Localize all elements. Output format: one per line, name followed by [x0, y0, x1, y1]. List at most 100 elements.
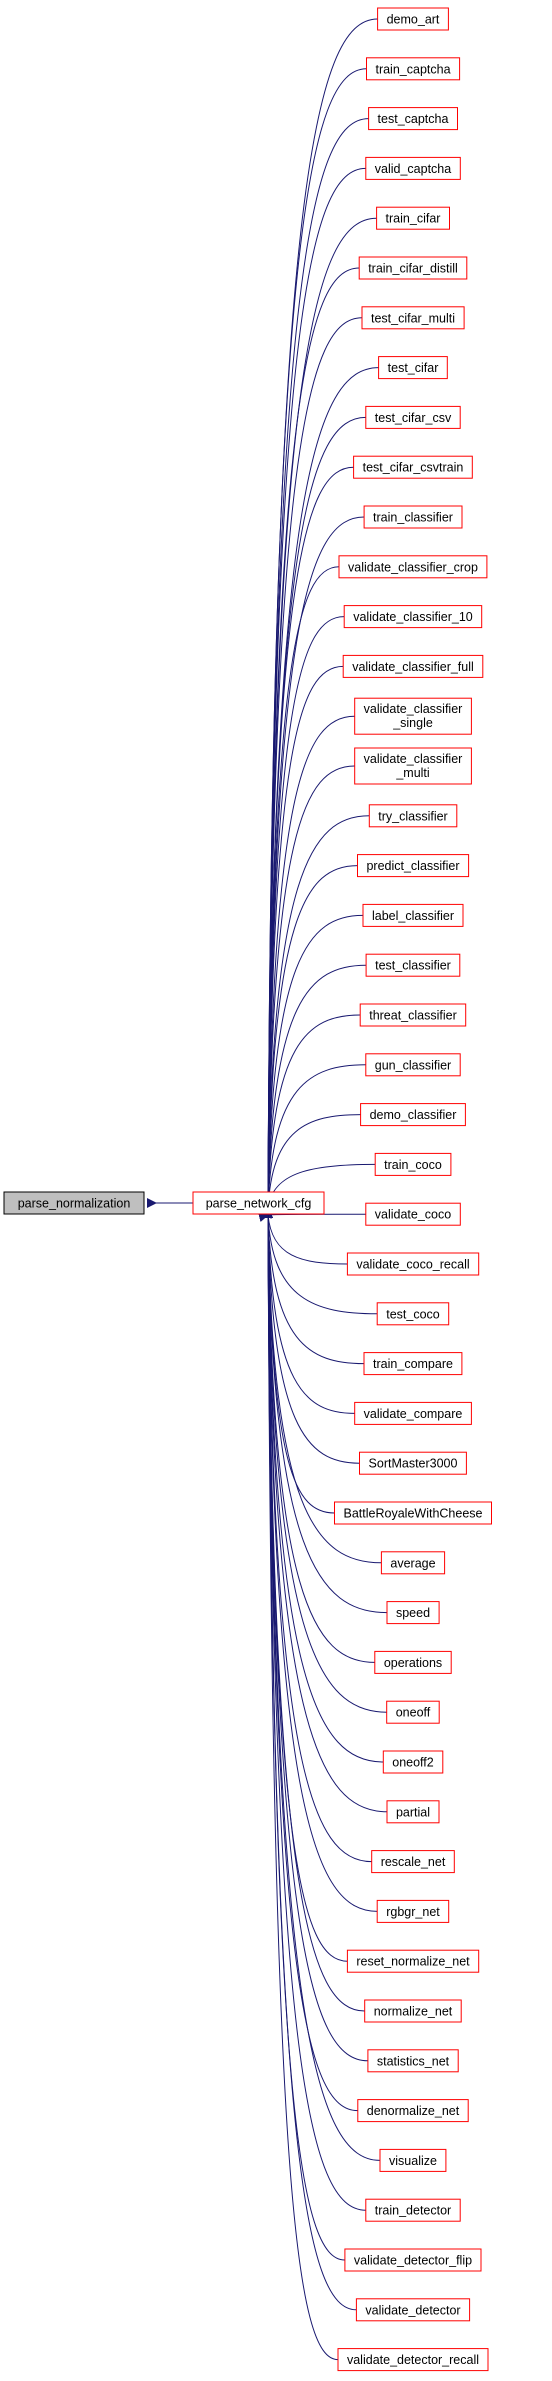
node-label: gun_classifier [375, 1058, 451, 1072]
node-parse-network-cfg[interactable]: parse_network_cfg [192, 1191, 325, 1215]
node-denormalize-net[interactable]: denormalize_net [357, 2099, 469, 2123]
node-label: oneoff [396, 1706, 431, 1720]
node-box [386, 1800, 440, 1824]
edge-train-compare [262, 1205, 365, 1365]
node-validate-compare[interactable]: validate_compare [354, 1401, 472, 1425]
node-train-cifar-distill[interactable]: train_cifar_distill [358, 256, 468, 280]
node-test-cifar-multi[interactable]: test_cifar_multi [361, 306, 465, 330]
node-reset-normalize-net[interactable]: reset_normalize_net [346, 1949, 480, 1973]
node-try-classifier[interactable]: try_classifier [368, 804, 458, 828]
edge-validate-classifier-full [262, 665, 344, 1219]
node-partial[interactable]: partial [386, 1800, 440, 1824]
node-validate-classifier-full[interactable]: validate_classifier_full [342, 654, 484, 678]
node-box [366, 57, 461, 81]
node-operations[interactable]: operations [374, 1650, 452, 1674]
node-validate-detector-recall[interactable]: validate_detector_recall [337, 2348, 489, 2372]
node-label: demo_art [387, 13, 440, 27]
node-rescale-net[interactable]: rescale_net [371, 1850, 455, 1874]
node-test-captcha[interactable]: test_captcha [368, 107, 459, 131]
node-box [346, 1949, 480, 1973]
node-train-captcha[interactable]: train_captcha [366, 57, 461, 81]
node-statistics-net[interactable]: statistics_net [367, 2049, 459, 2073]
node-label: partial [396, 1805, 430, 1819]
node-predict-classifier[interactable]: predict_classifier [357, 854, 470, 878]
node-demo-classifier[interactable]: demo_classifier [360, 1103, 466, 1127]
node-label: valid_captcha [375, 162, 451, 176]
node-train-compare[interactable]: train_compare [363, 1352, 463, 1376]
node-label: BattleRoyaleWithCheese [344, 1507, 483, 1521]
node-parse-normalization[interactable]: parse_normalization [3, 1191, 145, 1215]
node-oneoff2[interactable]: oneoff2 [382, 1750, 444, 1774]
node-label: test_classifier [375, 959, 451, 973]
node-rgbgr-net[interactable]: rgbgr_net [376, 1899, 450, 1923]
edge-valid-captcha [262, 167, 366, 1219]
node-speed[interactable]: speed [386, 1601, 440, 1625]
node-validate-classifier-multi[interactable]: validate_classifier_multi [354, 747, 472, 785]
node-test-coco[interactable]: test_coco [376, 1302, 450, 1326]
node-validate-coco-recall[interactable]: validate_coco_recall [346, 1252, 480, 1276]
node-test-cifar-csv[interactable]: test_cifar_csv [365, 405, 461, 429]
node-box [360, 1103, 466, 1127]
node-validate-detector[interactable]: validate_detector [355, 2298, 471, 2322]
node-train-detector[interactable]: train_detector [365, 2198, 461, 2222]
node-validate-coco[interactable]: validate_coco [365, 1202, 461, 1226]
node-box [365, 1202, 461, 1226]
node-train-cifar[interactable]: train_cifar [376, 206, 451, 230]
edge-denormalize-net [262, 1205, 358, 2112]
node-label: oneoff2 [392, 1756, 434, 1770]
node-box [368, 107, 459, 131]
node-valid-captcha[interactable]: valid_captcha [365, 156, 461, 180]
node-label: validate_coco_recall [356, 1258, 469, 1272]
edge-rgbgr-net [262, 1205, 378, 1912]
node-validate-classifier-10[interactable]: validate_classifier_10 [343, 605, 483, 629]
node-label: threat_classifier [369, 1009, 457, 1023]
node-normalize-net[interactable]: normalize_net [364, 1999, 462, 2023]
node-box [368, 804, 458, 828]
node-label: rescale_net [381, 1855, 446, 1869]
node-box [365, 156, 461, 180]
node-box [376, 1302, 450, 1326]
node-threat-classifier[interactable]: threat_classifier [359, 1003, 467, 1027]
node-label: train_cifar [386, 212, 441, 226]
node-box [371, 1850, 455, 1874]
node-box [337, 2348, 489, 2372]
node-parse-normalization-box [3, 1191, 145, 1215]
node-visualize[interactable]: visualize [379, 2148, 447, 2172]
node-box [386, 1601, 440, 1625]
node-label-classifier[interactable]: label_classifier [362, 903, 464, 927]
edge-try-classifier [262, 815, 370, 1219]
node-box [386, 1700, 440, 1724]
node-average[interactable]: average [380, 1551, 446, 1575]
node-validate-classifier-crop[interactable]: validate_classifier_crop [338, 555, 488, 579]
node-test-classifier[interactable]: test_classifier [365, 953, 461, 977]
edge-train-captcha [262, 68, 367, 1219]
node-box [338, 555, 488, 579]
node-sortmaster3000[interactable]: SortMaster3000 [359, 1451, 467, 1475]
edge-validate-detector-recall [262, 1205, 339, 2361]
node-oneoff[interactable]: oneoff [386, 1700, 440, 1724]
node-battleroyalewithcheese[interactable]: BattleRoyaleWithCheese [334, 1501, 492, 1525]
node-label: test_captcha [378, 112, 449, 126]
node-label: validate_compare [364, 1407, 463, 1421]
edge-partial [262, 1205, 388, 1813]
node-demo-art[interactable]: demo_art [377, 7, 449, 31]
node-box [363, 505, 463, 529]
edge-validate-coco-recall [262, 1205, 348, 1265]
node-train-classifier[interactable]: train_classifier [363, 505, 463, 529]
edge-label-classifier [262, 914, 364, 1219]
node-validate-classifier-single[interactable]: validate_classifier_single [354, 697, 472, 735]
node-gun-classifier[interactable]: gun_classifier [365, 1053, 461, 1077]
node-test-cifar[interactable]: test_cifar [378, 356, 448, 380]
node-test-cifar-csvtrain[interactable]: test_cifar_csvtrain [353, 455, 473, 479]
edge-threat-classifier [262, 1014, 361, 1219]
node-train-coco[interactable]: train_coco [374, 1152, 452, 1176]
node-validate-detector-flip[interactable]: validate_detector_flip [344, 2248, 482, 2272]
edge-train-cifar-distill [262, 267, 360, 1219]
edge-oneoff [262, 1205, 387, 1713]
node-box [354, 747, 472, 785]
node-box [354, 1401, 472, 1425]
node-label: validate_classifier [364, 752, 463, 766]
node-label: visualize [389, 2154, 437, 2168]
edge-battleroyalewithcheese [262, 1205, 335, 1514]
node-box [365, 953, 461, 977]
